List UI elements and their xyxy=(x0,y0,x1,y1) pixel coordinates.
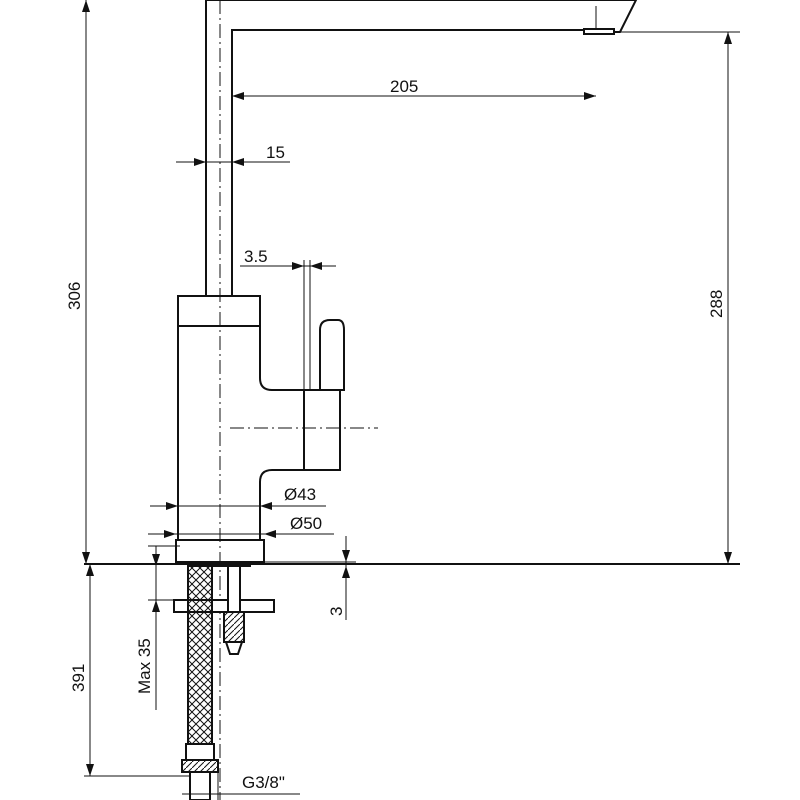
dim-total-height: 306 xyxy=(65,282,84,310)
dim-thread: G3/8" xyxy=(242,773,285,792)
dim-body-outer: Ø50 xyxy=(290,514,322,533)
dim-spout-reach: 205 xyxy=(390,77,418,96)
threaded-rod xyxy=(227,565,241,613)
dim-max-counter: Max 35 xyxy=(135,638,154,694)
spout-inner xyxy=(231,29,584,296)
dim-hose-length: 391 xyxy=(69,664,88,692)
dim-spout-height: 288 xyxy=(707,290,726,318)
dim-body-inner: Ø43 xyxy=(284,485,316,504)
dim-lever-offset: 3.5 xyxy=(244,247,268,266)
rod-tip xyxy=(224,641,244,655)
mounting-hardware xyxy=(173,565,275,800)
aerator xyxy=(583,28,615,35)
hose-nut xyxy=(181,759,219,773)
dimension-labels: 205 15 3.5 306 288 Ø43 Ø50 3 Max 35 391 … xyxy=(65,77,726,792)
centre-lines xyxy=(219,0,378,800)
lever-base xyxy=(303,389,341,471)
dimension-lines xyxy=(82,0,740,800)
hose-connector xyxy=(189,771,211,800)
dim-spout-thickness: 15 xyxy=(266,143,285,162)
dim-base-thickness: 3 xyxy=(327,607,346,616)
braided-hose xyxy=(187,565,213,745)
hose-ferrule xyxy=(185,743,215,761)
rod-nut xyxy=(223,611,245,643)
lever-handle xyxy=(319,319,345,391)
